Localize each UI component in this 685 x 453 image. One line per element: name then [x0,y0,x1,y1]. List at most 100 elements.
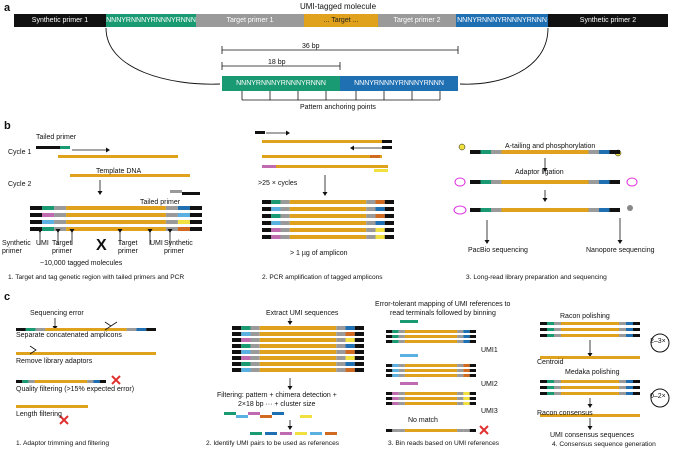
b3-hairpin-left [453,205,467,215]
c3-read-0-0-target [404,330,458,333]
b2-caption: 2. PCR amplification of tagged amplicons [262,274,383,281]
b1-up-1-head [55,229,61,233]
c4-loop-icon-2 [650,388,670,408]
c4-read-0-synthetic-right [633,322,640,325]
b1-tailed-primer-1: Tailed primer [36,134,77,141]
c2-umi-ref-1 [265,432,277,435]
c1-mol-4 [16,405,88,408]
c4-read-0-primer-left [554,322,561,325]
c1-mol-3-umi-left [22,380,29,383]
c1-caption: 1. Adaptor trimming and filtering [16,440,110,447]
c2-umi-ref-0 [250,432,262,435]
c2-mol-5-target [259,356,337,360]
b2-amp-5-synthetic-left [262,235,272,239]
cycle2-primer [170,190,182,193]
b3-mol-3-primer-right [588,208,599,212]
c4-read-2-umi-left [547,334,554,337]
c4-centroid: Centroid [537,359,564,366]
b2-amp-2-umi-left [271,214,281,218]
primer-1-arrow-head [106,147,110,153]
c2-mol-2-primer-left [250,338,260,342]
panel-a-label: a [4,2,11,14]
c2-extract: Extract UMI sequences [266,310,339,317]
c3-ref-umi-1 [400,354,418,357]
b3-mol-2-umi-right [599,180,610,184]
c3-read-0-1-synthetic-left [386,335,393,338]
c3-read-2-1-synthetic-left [386,397,393,400]
b2-amp-2-primer-left [280,214,290,218]
c2-mol-3-target [259,344,337,348]
b2-amp-2-primer-right [366,214,376,218]
b2-amp-5-primer-right [366,235,376,239]
c4-read-1-synthetic-left [540,328,547,331]
b2-amp-1-synthetic-right [384,207,394,211]
c4-loop-2: 0–2× [650,393,666,400]
c1-mol-1-umi-right [136,328,147,331]
b3-mol-1-synthetic-right [609,150,620,154]
c1-mol-3-target [34,380,88,383]
b1-mol-1-synthetic-right [189,206,202,210]
c1-mol-3-synthetic-right [99,380,106,383]
b1-template-dna: Template DNA [96,168,142,175]
c3-read-2-2-primer-left [398,402,405,405]
c2-mol-2-primer-right [336,338,346,342]
b1-mol-4-umi-left [42,227,55,231]
c2-mol-5-synthetic-left [232,356,242,360]
c3-nomatch-read-target [404,429,458,432]
c4-arrow-1-head [587,353,593,357]
c4-read-1-umi-left [547,328,554,331]
b2-amp-4-primer-left [280,228,290,232]
c3-read-2-2-target [404,402,458,405]
c3-read-1-2-umi-right [463,374,470,377]
b1-mol-4-synthetic-right [189,227,202,231]
c3-read-0-2-synthetic-right [469,340,476,343]
c4-read-1-umi-right [626,328,633,331]
c2-mol-2-target [259,338,337,342]
b2-amp-3-umi-right [375,221,385,225]
c2-mol-7-synthetic-right [354,368,364,372]
b2-amp-2-target [289,214,367,218]
c4-read-b-1-primer-right [619,386,626,389]
b2-strand-1-end [382,140,392,143]
b2-primer-2 [382,146,392,149]
segment-umi-right: NNNYRNNNYRNNNYRNNN [456,14,548,27]
c2-mol-1-synthetic-left [232,332,242,336]
c3-read-1-2-primer-right [457,374,464,377]
c2-mol-6-umi-left [241,362,251,366]
c3-read-1-2-primer-left [398,374,405,377]
c1-mol-3-umi-right [93,380,100,383]
b1-mol-1-target [66,206,166,210]
b2-amp-4-target [289,228,367,232]
c4-read-1-primer-right [619,328,626,331]
c2-mol-4-primer-right [336,350,346,354]
c4-read-b-0-target [561,380,619,383]
curve-left [105,27,221,85]
c3-read-0-0-synthetic-right [469,330,476,333]
label-anchoring-points: Pattern anchoring points [300,104,376,111]
b1-synthetic-primer-right: Synthetic primer [164,240,193,255]
c3-read-1-0-synthetic-right [469,364,476,367]
c4-read-b-0-primer-right [619,380,626,383]
b2-cycles: >25 × cycles [258,180,298,187]
b1-mol-3-primer-left [54,220,67,224]
c2-mol-4-target [259,350,337,354]
c2-mol-7-umi-left [241,368,251,372]
c3-nomatch-read-synthetic-left [386,429,393,432]
c4-read-2-target [561,334,619,337]
c4-loop-icon-1 [650,333,670,353]
c3-read-2-0-umi-right [463,392,470,395]
c2-mol-6-target [259,362,337,366]
b2-amp-0-primer-left [280,200,290,204]
b1-umi-right: UMI [150,240,163,247]
c4-read-b-1-synthetic-left [540,386,547,389]
b2-amp-0-umi-right [375,200,385,204]
c3-read-1-1-primer-left [398,369,405,372]
b3-caption: 3. Long-read library preparation and seq… [466,274,607,281]
c1-mol-3-primer-right [87,380,94,383]
b1-up-5-head [167,229,173,233]
c4-read-b-2-synthetic-right [633,392,640,395]
b2-primer-tail [255,131,265,134]
c3-read-2-2-synthetic-left [386,402,393,405]
segment-synthetic-primer-1: Synthetic primer 1 [14,14,106,27]
b3-adaptor-left [454,177,466,187]
